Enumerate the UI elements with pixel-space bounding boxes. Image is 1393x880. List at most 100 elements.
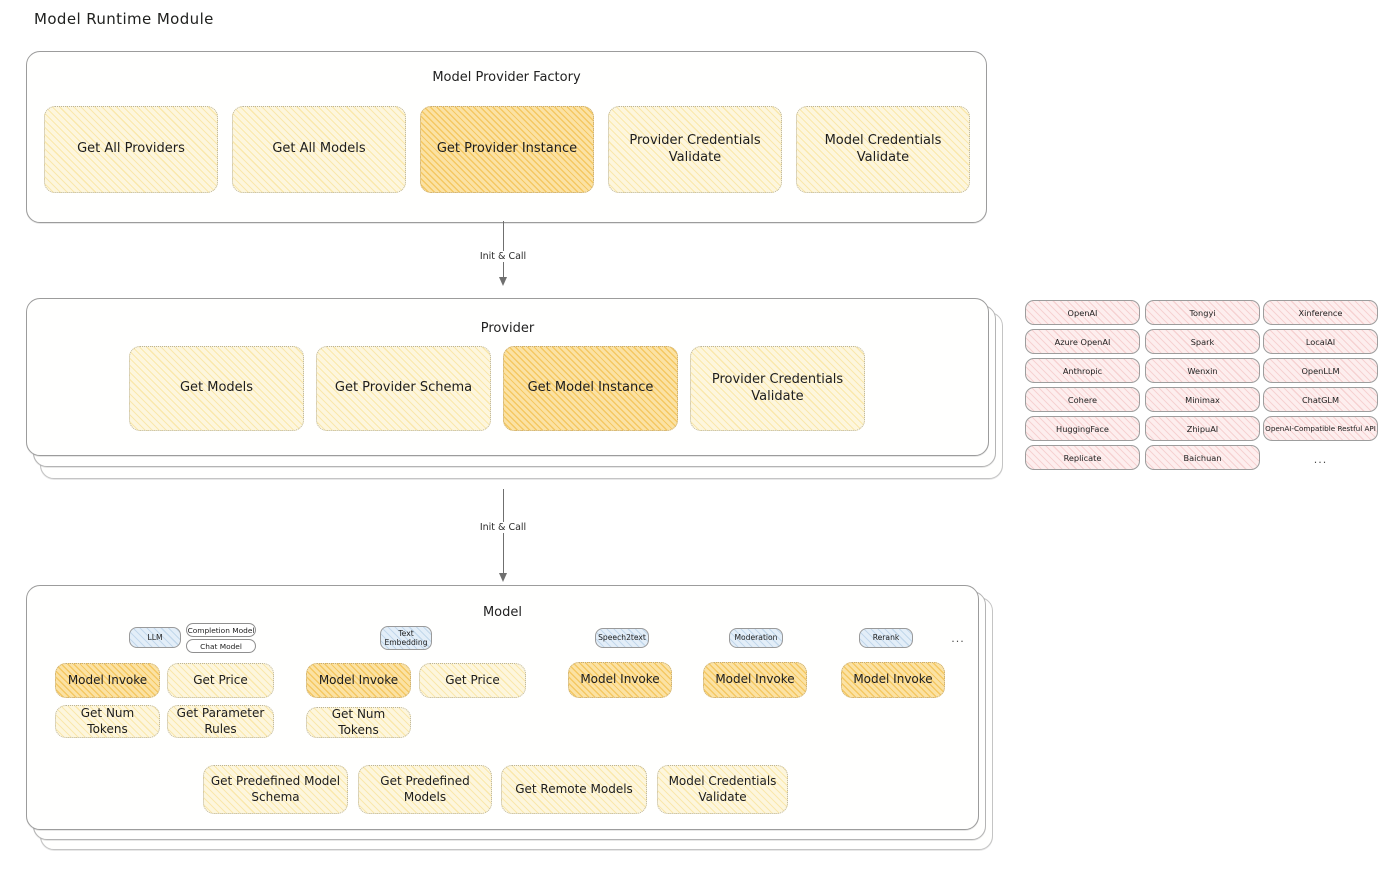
op-speech2text-model-invoke[interactable]: Model Invoke <box>568 662 672 698</box>
op-label: Get Models <box>179 380 254 396</box>
wchip-label: Chat Model <box>200 641 242 651</box>
tchip-label: Speech2text <box>598 633 646 643</box>
op-label: Get Price <box>445 672 500 687</box>
op-text-embedding-model-invoke[interactable]: Model Invoke <box>306 663 411 698</box>
op-label: Model Invoke <box>853 672 933 687</box>
op-label: Model Credentials Validate <box>824 132 942 165</box>
provider-list-more: ... <box>1313 453 1328 466</box>
op-llm-get-price[interactable]: Get Price <box>167 663 274 698</box>
tchip-label: Rerank <box>872 633 900 643</box>
op-model-credentials-validate[interactable]: Model Credentials Validate <box>796 106 970 193</box>
chip-label: Wenxin <box>1187 365 1218 376</box>
chip-label: ZhipuAI <box>1186 423 1219 434</box>
op-get-remote-models[interactable]: Get Remote Models <box>501 765 647 814</box>
model-provider-factory-title: Model Provider Factory <box>432 70 581 85</box>
chip-label: LocalAI <box>1305 336 1336 347</box>
op-label: Get Parameter Rules <box>176 706 265 736</box>
op-label: Model Invoke <box>67 672 148 687</box>
op-label: Model Credentials Validate <box>668 774 777 804</box>
tchip-label: Text Embedding <box>384 628 428 647</box>
chip-label: Cohere <box>1067 394 1098 405</box>
model-type-chip-text-embedding[interactable]: Text Embedding <box>380 626 432 650</box>
provider-chip-zhipuai[interactable]: ZhipuAI <box>1145 416 1260 441</box>
op-rerank-model-invoke[interactable]: Model Invoke <box>841 662 945 698</box>
op-label: Model Invoke <box>318 672 399 687</box>
model-subtype-completion-model[interactable]: Completion Model <box>186 623 256 637</box>
op-label: Get Price <box>193 672 248 687</box>
connector-2-arrowhead <box>498 573 507 582</box>
chip-label: Replicate <box>1063 452 1102 463</box>
chip-label: OpenAI-Compatible Restful API <box>1265 424 1376 433</box>
model-type-chip-rerank[interactable]: Rerank <box>859 628 913 648</box>
chip-label: Anthropic <box>1062 365 1103 376</box>
op-label: Provider Credentials Validate <box>711 371 844 404</box>
connector-1-arrowhead <box>498 277 507 286</box>
op-get-model-instance[interactable]: Get Model Instance <box>503 346 678 431</box>
chip-label: Xinference <box>1298 307 1343 318</box>
provider-chip-tongyi[interactable]: Tongyi <box>1145 300 1260 325</box>
op-get-all-models[interactable]: Get All Models <box>232 106 406 193</box>
op-label: Get All Models <box>272 141 366 157</box>
op-get-provider-instance[interactable]: Get Provider Instance <box>420 106 594 193</box>
model-type-chip-llm[interactable]: LLM <box>129 627 181 648</box>
op-get-provider-schema[interactable]: Get Provider Schema <box>316 346 491 431</box>
op-llm-model-invoke[interactable]: Model Invoke <box>55 663 160 698</box>
op-label: Get Remote Models <box>515 781 633 796</box>
model-types-more: ... <box>951 632 965 645</box>
op-label: Get Predefined Models <box>380 774 470 804</box>
op-get-predefined-models[interactable]: Get Predefined Models <box>358 765 492 814</box>
op-label: Get Model Instance <box>527 380 654 396</box>
chip-label: OpenLLM <box>1301 365 1340 376</box>
chip-label: ChatGLM <box>1301 394 1340 405</box>
connector-2-line <box>503 489 504 579</box>
op-label: Get All Providers <box>77 141 185 157</box>
chip-label: Baichuan <box>1183 452 1222 463</box>
provider-chip-localai[interactable]: LocalAI <box>1263 329 1378 354</box>
provider-chip-azure-openai[interactable]: Azure OpenAI <box>1025 329 1140 354</box>
chip-label: Spark <box>1190 336 1215 347</box>
provider-chip-spark[interactable]: Spark <box>1145 329 1260 354</box>
provider-title: Provider <box>480 321 535 336</box>
op-text-embedding-get-num-tokens[interactable]: Get Num Tokens <box>306 707 411 738</box>
provider-chip-huggingface[interactable]: HuggingFace <box>1025 416 1140 441</box>
provider-chip-openllm[interactable]: OpenLLM <box>1263 358 1378 383</box>
provider-chip-wenxin[interactable]: Wenxin <box>1145 358 1260 383</box>
model-title: Model <box>482 605 523 620</box>
chip-label: OpenAI <box>1067 307 1098 318</box>
op-llm-get-num-tokens[interactable]: Get Num Tokens <box>55 705 160 738</box>
provider-chip-chatglm[interactable]: ChatGLM <box>1263 387 1378 412</box>
tchip-label: LLM <box>147 632 163 642</box>
tchip-label: Moderation <box>734 633 778 643</box>
provider-chip-baichuan[interactable]: Baichuan <box>1145 445 1260 470</box>
provider-chip-cohere[interactable]: Cohere <box>1025 387 1140 412</box>
provider-chip-xinference[interactable]: Xinference <box>1263 300 1378 325</box>
chip-label: Minimax <box>1185 394 1220 405</box>
op-label: Model Invoke <box>715 672 795 687</box>
page-title: Model Runtime Module <box>34 10 214 28</box>
op-label: Get Provider Instance <box>436 141 578 157</box>
op-label: Model Invoke <box>580 672 660 687</box>
op-llm-get-parameter-rules[interactable]: Get Parameter Rules <box>167 705 274 738</box>
model-type-chip-moderation[interactable]: Moderation <box>729 628 783 648</box>
op-label: Get Num Tokens <box>331 707 386 737</box>
model-subtype-chat-model[interactable]: Chat Model <box>186 639 256 653</box>
op-provider-credentials-validate[interactable]: Provider Credentials Validate <box>608 106 782 193</box>
model-type-chip-speech2text[interactable]: Speech2text <box>595 628 649 648</box>
provider-chip-replicate[interactable]: Replicate <box>1025 445 1140 470</box>
op-text-embedding-get-price[interactable]: Get Price <box>419 663 526 698</box>
op-get-models[interactable]: Get Models <box>129 346 304 431</box>
op-moderation-model-invoke[interactable]: Model Invoke <box>703 662 807 698</box>
provider-chip-openai-compatible-restful-api[interactable]: OpenAI-Compatible Restful API <box>1263 416 1378 441</box>
op-get-predefined-model-schema[interactable]: Get Predefined Model Schema <box>203 765 348 814</box>
op-provider-credentials-validate-2[interactable]: Provider Credentials Validate <box>690 346 865 431</box>
op-model-credentials-validate-2[interactable]: Model Credentials Validate <box>657 765 788 814</box>
op-get-all-providers[interactable]: Get All Providers <box>44 106 218 193</box>
op-label: Get Num Tokens <box>80 706 135 736</box>
op-label: Get Predefined Model Schema <box>210 774 341 804</box>
chip-label: Tongyi <box>1189 307 1216 318</box>
provider-chip-minimax[interactable]: Minimax <box>1145 387 1260 412</box>
provider-chip-openai[interactable]: OpenAI <box>1025 300 1140 325</box>
provider-chip-anthropic[interactable]: Anthropic <box>1025 358 1140 383</box>
wchip-label: Completion Model <box>187 625 255 635</box>
